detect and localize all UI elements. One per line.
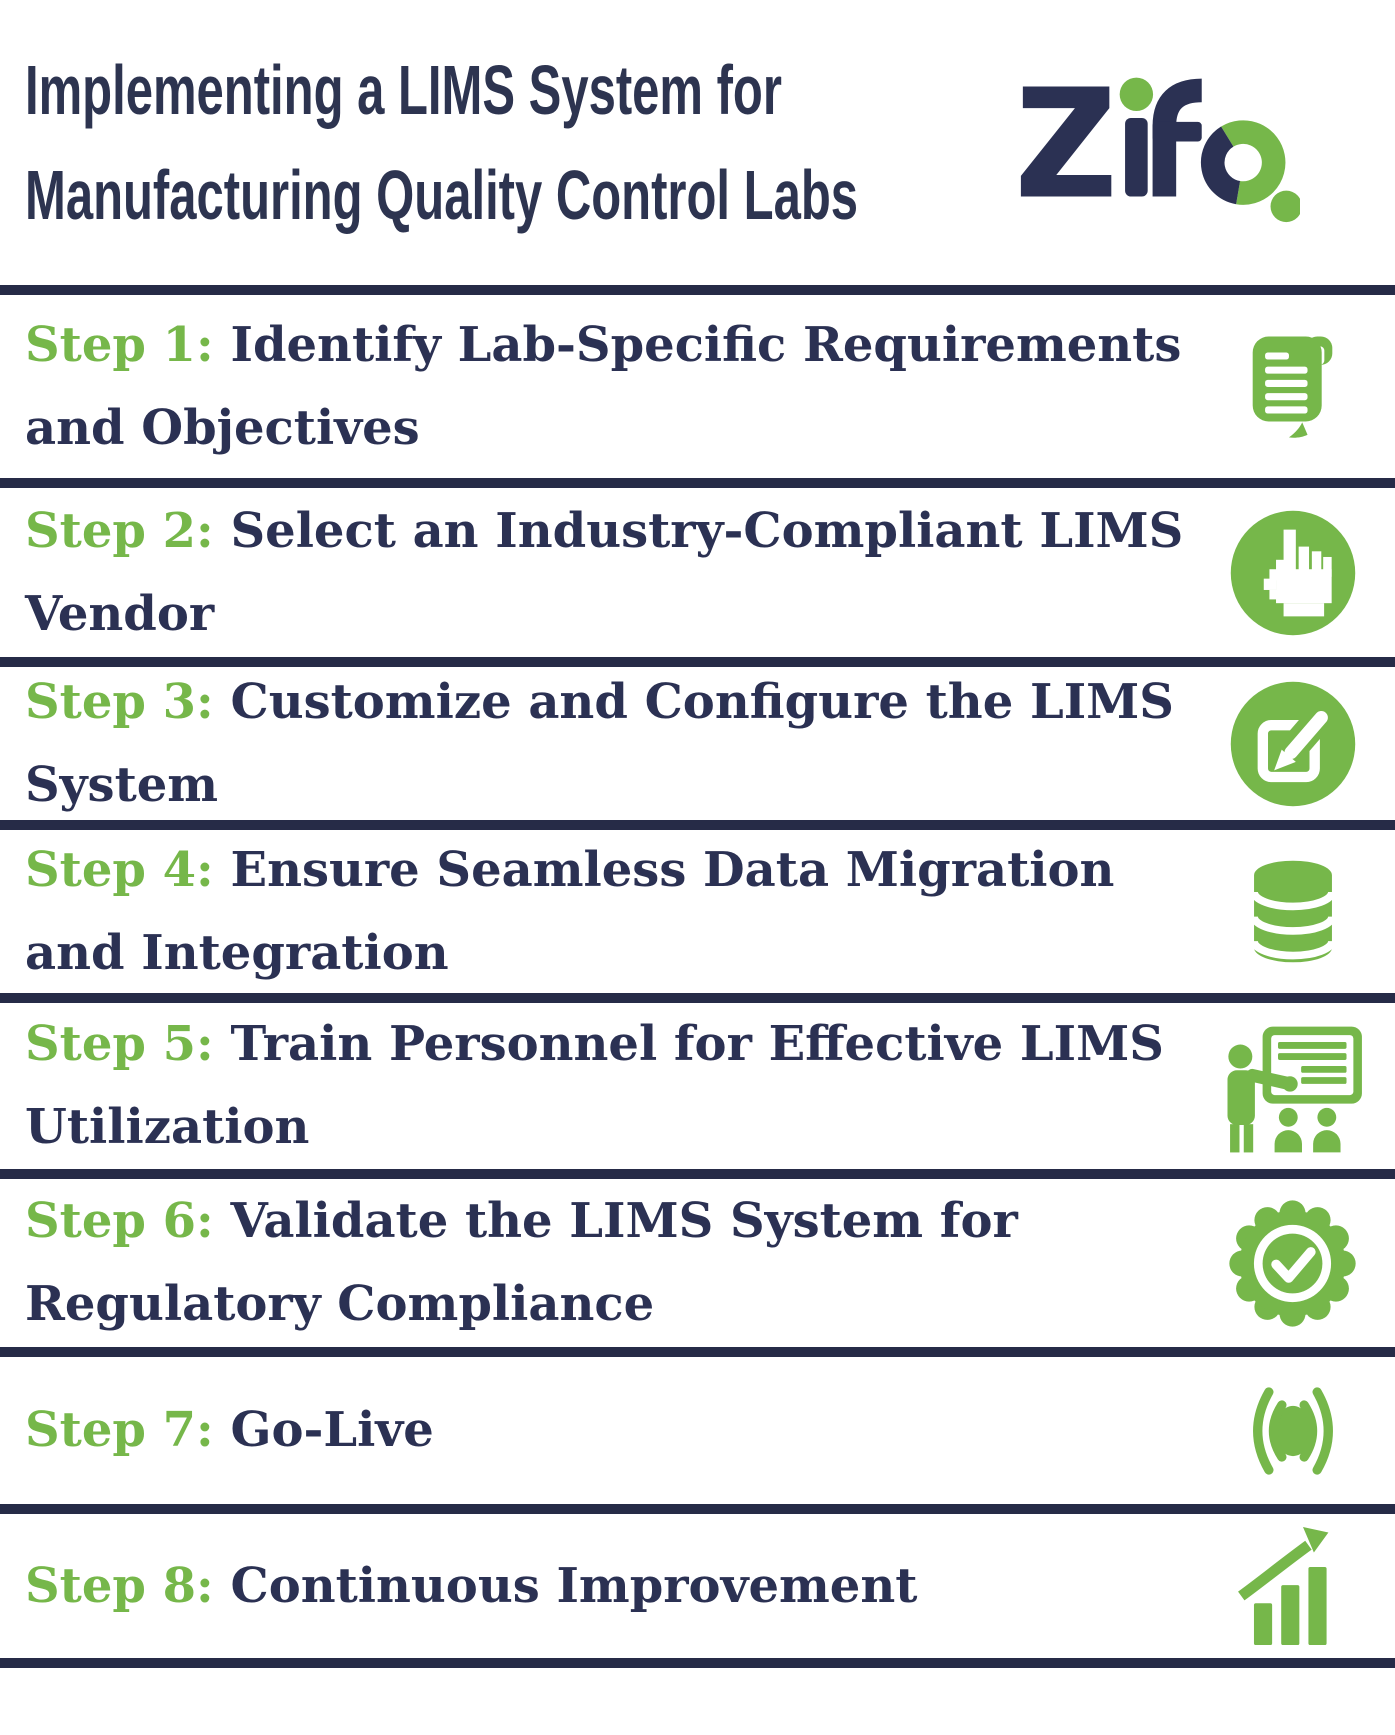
step-5-icon-col bbox=[1200, 1018, 1385, 1155]
zifo-logo bbox=[1020, 77, 1300, 222]
step-8-title-line-1: Continuous Improvement bbox=[230, 1557, 918, 1614]
step-2-text: Step 2: Select an Industry-Compliant LIM… bbox=[25, 490, 1200, 655]
step-2-title-line-1: Select an Industry-Compliant LIMS bbox=[230, 502, 1184, 559]
step-4-icon-col bbox=[1200, 848, 1385, 975]
step-row-8: Step 8: Continuous Improvement bbox=[0, 1514, 1395, 1668]
step-5-label: Step 5: bbox=[25, 1016, 214, 1073]
step-8-label: Step 8: bbox=[25, 1557, 214, 1614]
logo-letter-o-navy-arc bbox=[1200, 126, 1241, 204]
step-5-text: Step 5: Train Personnel for Effective LI… bbox=[25, 1003, 1200, 1168]
step-row-1: Step 1: Identify Lab-Specific Requiremen… bbox=[0, 295, 1395, 488]
database-icon bbox=[1249, 860, 1336, 963]
step-6-title-line-2: Regulatory Compliance bbox=[25, 1276, 655, 1332]
page-title-line-1: Implementing a LIMS System for bbox=[25, 50, 782, 129]
growth-chart-icon bbox=[1237, 1526, 1328, 1645]
page-title-line-2: Manufacturing Quality Control Labs bbox=[25, 155, 859, 234]
step-8-icon-col bbox=[1200, 1525, 1385, 1648]
logo-f-crossbar bbox=[1152, 121, 1202, 142]
step-3-label: Step 3: bbox=[25, 673, 214, 730]
step-2-icon-col bbox=[1200, 507, 1385, 639]
step-3-title-line-2: System bbox=[25, 756, 219, 813]
step-row-5: Step 5: Train Personnel for Effective LI… bbox=[0, 1003, 1395, 1179]
pointer-hand-icon bbox=[1230, 510, 1355, 635]
step-5-title-line-1: Train Personnel for Effective LIMS bbox=[230, 1016, 1164, 1073]
step-4-label: Step 4: bbox=[25, 841, 214, 898]
step-row-3: Step 3: Customize and Configure the LIMS… bbox=[0, 667, 1395, 830]
step-6-icon-col bbox=[1200, 1196, 1385, 1331]
step-2-title-line-2: Vendor bbox=[25, 585, 215, 642]
step-6-text: Step 6: Validate the LIMS System for Reg… bbox=[25, 1180, 1200, 1345]
step-7-title-line-1: Go-Live bbox=[230, 1402, 434, 1459]
step-row-4: Step 4: Ensure Seamless Data Migration a… bbox=[0, 830, 1395, 1003]
edit-icon bbox=[1230, 681, 1355, 806]
logo-letter-o-green-arc bbox=[1221, 119, 1286, 205]
step-row-7: Step 7: Go-Live bbox=[0, 1357, 1395, 1514]
step-1-title-line-2: and Objectives bbox=[25, 399, 420, 456]
step-5-title-line-2: Utilization bbox=[25, 1099, 310, 1155]
step-6-title-line-1: Validate the LIMS System for bbox=[230, 1193, 1018, 1250]
step-1-text: Step 1: Identify Lab-Specific Requiremen… bbox=[25, 304, 1200, 469]
step-7-text: Step 7: Go-Live bbox=[25, 1389, 1200, 1472]
step-1-title-line-1: Identify Lab-Specific Requirements bbox=[230, 316, 1182, 373]
step-4-title-line-1: Ensure Seamless Data Migration bbox=[230, 841, 1115, 898]
step-2-label: Step 2: bbox=[25, 502, 214, 559]
step-3-title-line-1: Customize and Configure the LIMS bbox=[230, 673, 1174, 730]
logo-period-dot bbox=[1270, 190, 1300, 222]
header: Implementing a LIMS System for Manufactu… bbox=[0, 0, 1395, 295]
page-title: Implementing a LIMS System for Manufactu… bbox=[25, 38, 859, 248]
training-presentation-icon bbox=[1226, 1026, 1362, 1152]
step-8-text: Step 8: Continuous Improvement bbox=[25, 1545, 1200, 1628]
logo-letter-i bbox=[1125, 117, 1148, 197]
logo-letter-f bbox=[1152, 78, 1203, 197]
step-1-icon-col bbox=[1200, 331, 1385, 442]
badge-check-icon bbox=[1229, 1199, 1356, 1327]
step-3-text: Step 3: Customize and Configure the LIMS… bbox=[25, 661, 1200, 826]
step-1-label: Step 1: bbox=[25, 316, 214, 373]
step-3-icon-col bbox=[1200, 678, 1385, 810]
step-6-label: Step 6: bbox=[25, 1193, 214, 1250]
step-row-2: Step 2: Select an Industry-Compliant LIM… bbox=[0, 488, 1395, 667]
bottom-margin bbox=[0, 1668, 1395, 1735]
scroll-icon bbox=[1245, 336, 1333, 439]
step-row-6: Step 6: Validate the LIMS System for Reg… bbox=[0, 1179, 1395, 1357]
live-broadcast-icon bbox=[1252, 1386, 1333, 1475]
logo-i-dot bbox=[1119, 77, 1154, 111]
step-7-icon-col bbox=[1200, 1366, 1385, 1496]
step-7-label: Step 7: bbox=[25, 1402, 214, 1459]
logo-letter-z bbox=[1020, 85, 1112, 197]
step-4-text: Step 4: Ensure Seamless Data Migration a… bbox=[25, 829, 1200, 994]
step-4-title-line-2: and Integration bbox=[25, 924, 449, 981]
